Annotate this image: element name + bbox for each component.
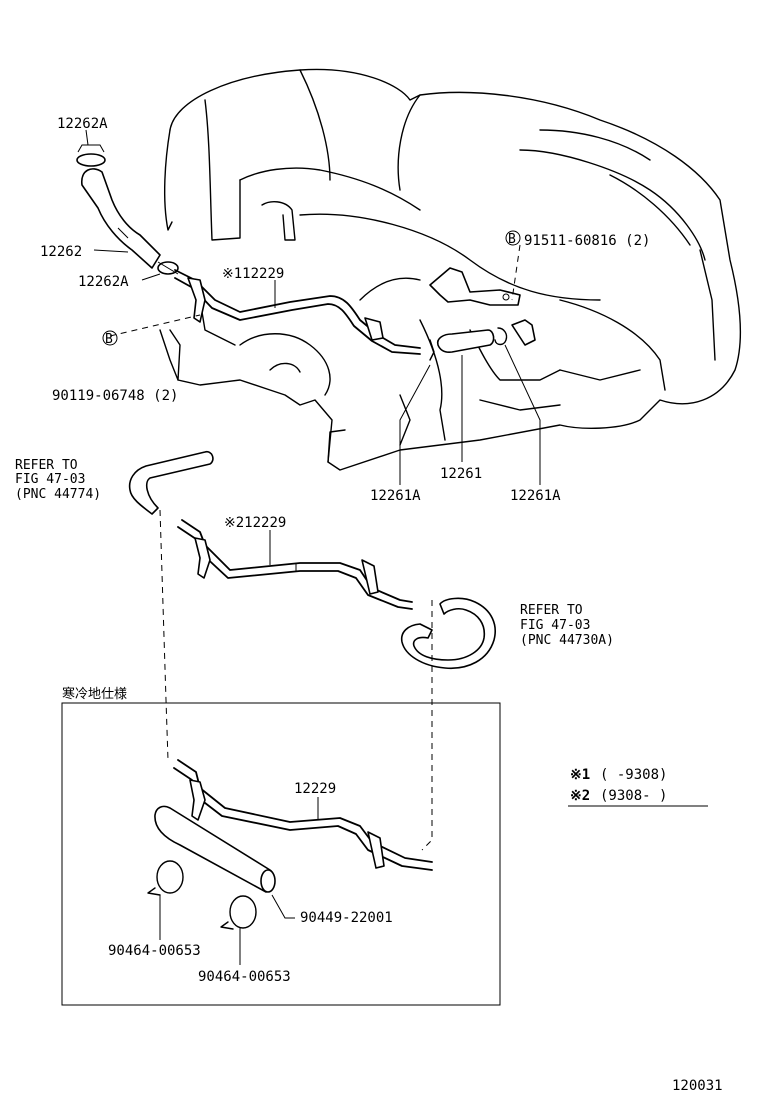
engine-outline (159, 68, 742, 471)
label-12229: 12229 (294, 781, 336, 797)
clamp-12261A-right (494, 327, 508, 346)
pipe-212229 (177, 519, 413, 610)
label-12262A-top: 12262A (57, 116, 108, 132)
note1-text: ( -9308) (600, 767, 667, 783)
figure-number: 120031 (672, 1078, 723, 1094)
hose-12261 (436, 329, 495, 353)
bracket-91511 (429, 267, 521, 306)
label-212229: ※212229 (224, 515, 286, 531)
clamp-90464-a (147, 860, 184, 896)
label-112229: ※112229 (222, 266, 284, 282)
dashed-connectors (109, 244, 521, 851)
refer1-line1: REFER TO (15, 458, 78, 473)
bolt-marker-b2-text: B (508, 232, 516, 247)
refer2-line2: FIG 47-03 (520, 618, 590, 633)
note2-text: (9308- ) (600, 788, 667, 804)
leader-lines (85, 129, 541, 965)
label-12261A-right: 12261A (510, 488, 561, 504)
label-12261: 12261 (440, 466, 482, 482)
cold-spec-title: 寒冷地仕様 (62, 686, 127, 702)
label-12262: 12262 (40, 244, 82, 260)
refer2-line1: REFER TO (520, 603, 583, 618)
hose-refer-44774 (128, 450, 214, 515)
label-90119: 90119-06748 (2) (52, 388, 178, 404)
note2-mark: ※2 (570, 788, 590, 804)
bolt-marker-b1: B (102, 330, 118, 347)
label-91511: 91511-60816 (2) (524, 233, 650, 249)
hose-12262 (81, 168, 161, 269)
pipe-112229 (174, 269, 421, 355)
label-90449: 90449-22001 (300, 910, 393, 926)
pipe-12229 (173, 759, 433, 871)
bolt-marker-b1-text: B (105, 332, 113, 347)
note1-mark: ※1 (570, 767, 590, 783)
clamp-12262A-mid (157, 261, 179, 275)
bolt-marker-b2: B (505, 230, 521, 247)
refer2-line3: (PNC 44730A) (520, 633, 614, 648)
outlet-fitting (511, 319, 536, 346)
label-90464-b: 90464-00653 (198, 969, 291, 985)
hose-refer-44730A (400, 597, 496, 670)
refer1-line2: FIG 47-03 (15, 472, 85, 487)
label-90464-a: 90464-00653 (108, 943, 201, 959)
clamp-12261A-left (429, 339, 435, 361)
label-12261A-left: 12261A (370, 488, 421, 504)
clamp-12262A-top (76, 144, 106, 167)
refer1-line3: (PNC 44774) (15, 487, 101, 502)
label-12262A-mid: 12262A (78, 274, 129, 290)
notes-legend: ※1 ( -9308) ※2 (9308- ) (568, 767, 708, 807)
hose-90449 (154, 805, 276, 893)
cold-spec-box (61, 702, 501, 1006)
clamp-90464-b (220, 895, 257, 930)
